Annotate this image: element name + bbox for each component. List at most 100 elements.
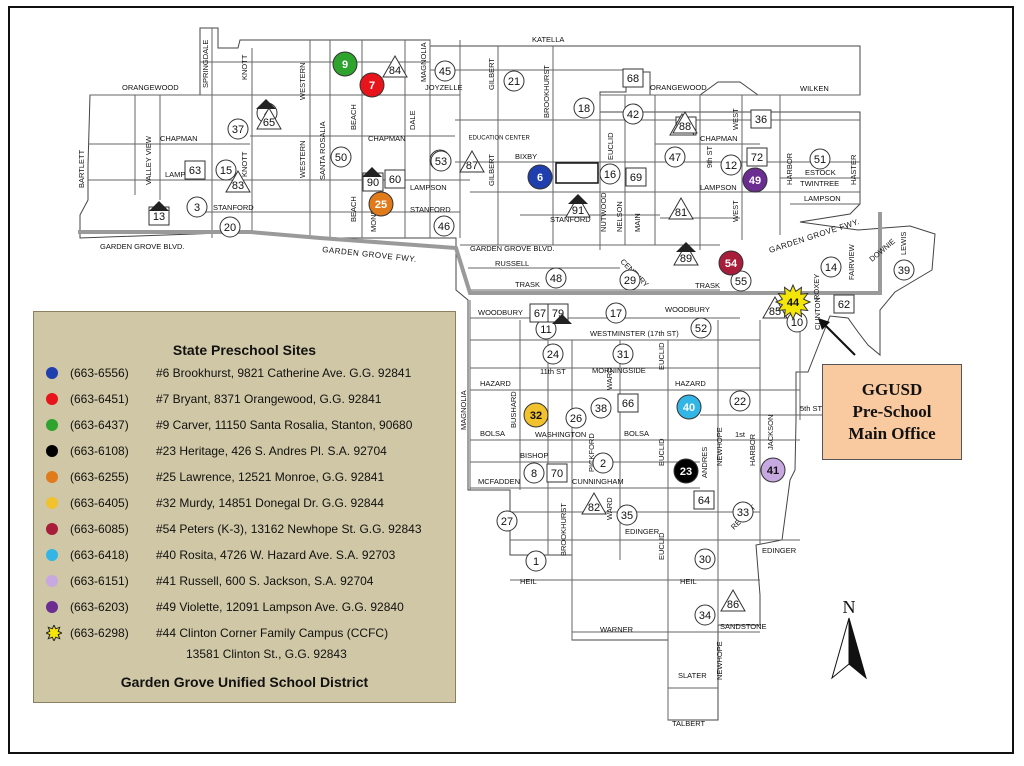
street-label: HEIL [680,577,697,586]
school-number: 51 [814,154,826,166]
preschool-site-number: 44 [787,297,800,309]
street-label: JACKSON [766,415,775,450]
school-circle-marker [730,270,752,292]
school-circle-marker [219,216,241,238]
school-markers: 1234810111214151617182021222426272930313… [148,54,915,626]
street-label: EDINGER [625,527,660,536]
preschool-site-marker [527,164,553,190]
school-circle-marker [430,150,452,172]
street-label: WILKEN [800,84,829,93]
school-number: 35 [621,510,633,522]
school-triangle-marker [673,242,699,266]
legend-color-dot [46,471,58,483]
school-triangle-marker [672,110,698,134]
legend-site-text: #41 Russell, 600 S. Jackson, S.A. 92704 [156,574,374,588]
school-number: 66 [622,398,634,410]
street-label: STANFORD [550,215,591,224]
school-square-marker [617,393,639,413]
street-label: TALBERT [672,719,705,728]
street-label: CHAPMAN [160,134,198,143]
school-number: 13 [153,211,165,223]
school-building-icon [256,99,276,109]
street-label: CHAPMAN [368,134,406,143]
school-number: 65 [263,117,275,129]
school-square-marker [833,294,855,314]
street-label: TRASK [515,280,540,289]
school-number: 85 [769,306,781,318]
street-label: HARBOR [785,152,794,185]
legend-phone: (663-6418) [70,548,129,562]
school-number: 36 [755,114,767,126]
school-number: 10 [791,317,803,329]
school-number: 62 [838,299,850,311]
street-label: STANFORD [410,205,451,214]
school-building-icon [149,201,169,211]
school-circle-marker [612,343,634,365]
street-label: RUSSELL [495,259,529,268]
school-building-icon [362,167,382,177]
school-circle-marker [820,256,842,278]
school-number: 87 [466,160,478,172]
street-label: HAZARD [480,379,511,388]
school-square-marker [746,147,768,167]
school-circle-marker [565,407,587,429]
legend-entry: (663-6255)#25 Lawrence, 12521 Monroe, G.… [46,468,384,486]
legend-ccfc-address: 13581 Clinton St., G.G. 92843 [186,647,347,661]
preschool-site-number: 25 [375,199,387,211]
street-label: ROXEY [812,274,821,300]
street-label: NEWHOPE [715,427,724,466]
preschool-site-number: 32 [530,410,542,422]
school-number: 30 [699,554,711,566]
school-number: 1 [533,556,539,568]
school-number: 82 [588,502,600,514]
street-label: BROOKHURST [542,65,551,118]
school-number: 37 [232,124,244,136]
legend-entry: (663-6556)#6 Brookhurst, 9821 Catherine … [46,364,411,382]
street-label: STANFORD [213,203,254,212]
street-label: DALE [408,110,417,130]
street-label: 9th ST [705,145,714,168]
street-label: HASTER [849,154,858,185]
school-number: 72 [751,152,763,164]
street-label: MCFADDEN [478,477,520,486]
office-line-1: GGUSD [861,380,923,399]
street-label: WOODBURY [478,308,523,317]
legend-entry: (663-6418)#40 Rosita, 4726 W. Hazard Ave… [46,546,395,564]
legend-entry: (663-6108)#23 Heritage, 426 S. Andres Pl… [46,442,387,460]
street-label: EUCLID [606,132,615,160]
compass-north-label: N [843,597,856,617]
school-circle-marker [523,462,545,484]
street-label: ORANGEWOOD [122,83,179,92]
street-label: WEST [731,108,740,130]
street-label: CHAPMAN [700,134,738,143]
legend-site-text: #54 Peters (K-3), 13162 Newhope St. G.G.… [156,522,422,536]
street-label: EUCLID [657,342,666,370]
school-number: 17 [610,308,622,320]
compass-rose: N [831,597,867,680]
street-label: MONROE [369,198,378,232]
street-label: BARTLETT [77,149,86,188]
legend-entry: (663-6451)#7 Bryant, 8371 Orangewood, G.… [46,390,381,408]
legend-title: State Preschool Sites [172,342,317,358]
legend-phone: (663-6255) [70,470,129,484]
street-label: MORNINGSIDE [592,366,646,375]
street-label: JOYZELLE [425,83,463,92]
school-number: 47 [669,152,681,164]
district-boundary [79,27,936,721]
legend-phone: (663-6203) [70,600,129,614]
street-label: EUCLID [657,532,666,560]
street-label: BEACH [349,196,358,222]
preschool-site-marker [359,72,385,98]
preschool-site-marker [332,51,358,77]
street-label: LEWIS [899,232,908,255]
legend-color-dot [46,549,58,561]
school-number: 12 [725,160,737,172]
legend-color-dot [46,575,58,587]
street-label: WESTMINSTER (17th ST) [590,329,679,338]
legend-site-text: #7 Bryant, 8371 Orangewood, G.G. 92841 [156,392,382,406]
street-label: 1st [735,430,746,439]
street-label: 11th ST [540,367,566,376]
school-circle-marker [330,146,352,168]
school-number: 63 [189,165,201,177]
school-circle-marker [215,159,237,181]
